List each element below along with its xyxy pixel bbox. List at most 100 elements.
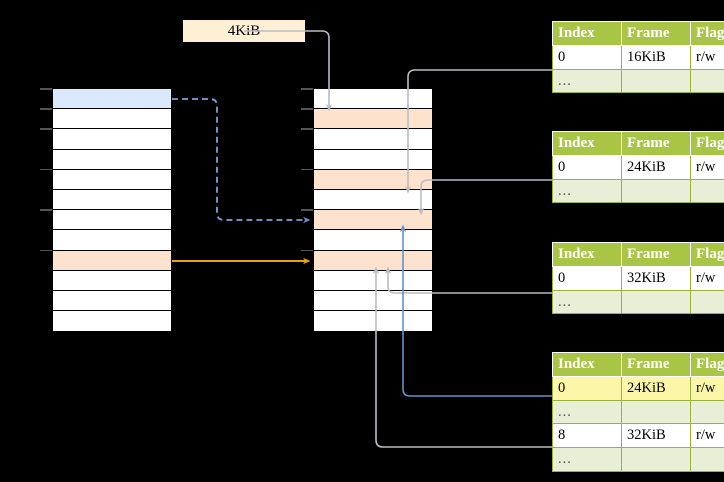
table-cell: r/w xyxy=(690,265,724,291)
table-cell: ... xyxy=(552,68,622,94)
virtual-row xyxy=(52,108,172,130)
table-row[interactable]: ... xyxy=(552,447,724,473)
table-cell: ... xyxy=(552,289,622,315)
table-cell: 32KiB xyxy=(621,265,691,291)
table-cell xyxy=(621,178,691,204)
physical-row xyxy=(313,128,433,150)
column-header: Index xyxy=(552,131,622,156)
virtual-address-column xyxy=(40,88,172,332)
page-table-level-2: IndexFrameFlags024KiBr/w... xyxy=(552,131,724,204)
column-header: Flags xyxy=(690,21,724,46)
physical-row xyxy=(313,189,433,211)
table-cell: 8 xyxy=(552,423,622,449)
virtual-row xyxy=(52,148,172,171)
table-cell: 24KiB xyxy=(621,154,691,180)
table-cell: r/w xyxy=(690,375,724,401)
physical-row xyxy=(313,108,433,130)
virtual-row xyxy=(52,229,172,251)
virtual-row xyxy=(52,249,172,272)
table-cell: r/w xyxy=(690,44,724,70)
row-tick xyxy=(40,209,52,211)
table-cell: 0 xyxy=(552,44,622,70)
table-header-row: IndexFrameFlags xyxy=(552,352,724,377)
page-table-level-4: IndexFrameFlags024KiBr/w...832KiBr/w... xyxy=(552,352,724,473)
table-row[interactable]: ... xyxy=(552,399,724,425)
table-cell xyxy=(690,178,724,204)
virtual-row xyxy=(52,290,172,312)
physical-row xyxy=(313,209,433,231)
page-table-level-1: IndexFrameFlags016KiBr/w... xyxy=(552,21,724,94)
table-row[interactable]: ... xyxy=(552,178,724,204)
column-header: Index xyxy=(552,352,622,377)
connector-virtual-blue-dashed xyxy=(172,98,311,224)
table-cell: r/w xyxy=(690,154,724,180)
column-header: Flags xyxy=(690,131,724,156)
table-header-row: IndexFrameFlags xyxy=(552,21,724,46)
table-cell: 16KiB xyxy=(621,44,691,70)
table-cell xyxy=(690,289,724,315)
physical-row xyxy=(313,148,433,171)
physical-row xyxy=(313,168,433,191)
physical-row xyxy=(313,88,433,110)
row-tick xyxy=(40,108,52,110)
size-label-text: 4KiB xyxy=(227,22,261,39)
physical-row xyxy=(313,249,433,272)
column-header: Flags xyxy=(690,352,724,377)
row-tick xyxy=(301,88,313,90)
row-tick xyxy=(301,209,313,211)
table-cell: 0 xyxy=(552,154,622,180)
table-cell: 0 xyxy=(552,265,622,291)
row-tick xyxy=(40,168,52,171)
physical-memory-column xyxy=(301,88,433,332)
table-cell xyxy=(621,68,691,94)
column-header: Index xyxy=(552,242,622,267)
row-tick xyxy=(301,249,313,252)
virtual-row xyxy=(52,88,172,110)
column-header: Frame xyxy=(621,131,691,156)
row-tick xyxy=(40,128,52,130)
virtual-row xyxy=(52,209,172,231)
column-header: Flags xyxy=(690,242,724,267)
row-tick xyxy=(40,88,52,90)
column-header: Frame xyxy=(621,21,691,46)
row-tick xyxy=(301,168,313,171)
table-cell: r/w xyxy=(690,423,724,449)
table-cell: 0 xyxy=(552,375,622,401)
connector-table2-to-physical xyxy=(417,179,552,216)
page-table-level-3: IndexFrameFlags032KiBr/w... xyxy=(552,242,724,315)
column-header: Index xyxy=(552,21,622,46)
physical-row xyxy=(313,290,433,312)
table-header-row: IndexFrameFlags xyxy=(552,131,724,156)
row-tick xyxy=(40,249,52,252)
table-cell: ... xyxy=(552,399,622,425)
table-cell xyxy=(690,399,724,425)
virtual-row xyxy=(52,168,172,191)
physical-row xyxy=(313,269,433,292)
table-row[interactable]: ... xyxy=(552,289,724,315)
table-cell: ... xyxy=(552,178,622,204)
physical-row xyxy=(313,310,433,332)
virtual-row xyxy=(52,310,172,332)
virtual-row xyxy=(52,269,172,292)
physical-row xyxy=(313,229,433,251)
column-header: Frame xyxy=(621,242,691,267)
table-cell xyxy=(621,289,691,315)
row-tick xyxy=(301,108,313,110)
table-header-row: IndexFrameFlags xyxy=(552,242,724,267)
virtual-row xyxy=(52,189,172,211)
virtual-row xyxy=(52,128,172,150)
size-label-4kib: 4KiB xyxy=(183,20,305,42)
column-header: Frame xyxy=(621,352,691,377)
table-cell: 24KiB xyxy=(621,375,691,401)
row-tick xyxy=(301,128,313,130)
table-cell xyxy=(690,447,724,473)
table-cell xyxy=(621,447,691,473)
table-row[interactable]: ... xyxy=(552,68,724,94)
table-cell xyxy=(690,68,724,94)
table-cell: ... xyxy=(552,447,622,473)
